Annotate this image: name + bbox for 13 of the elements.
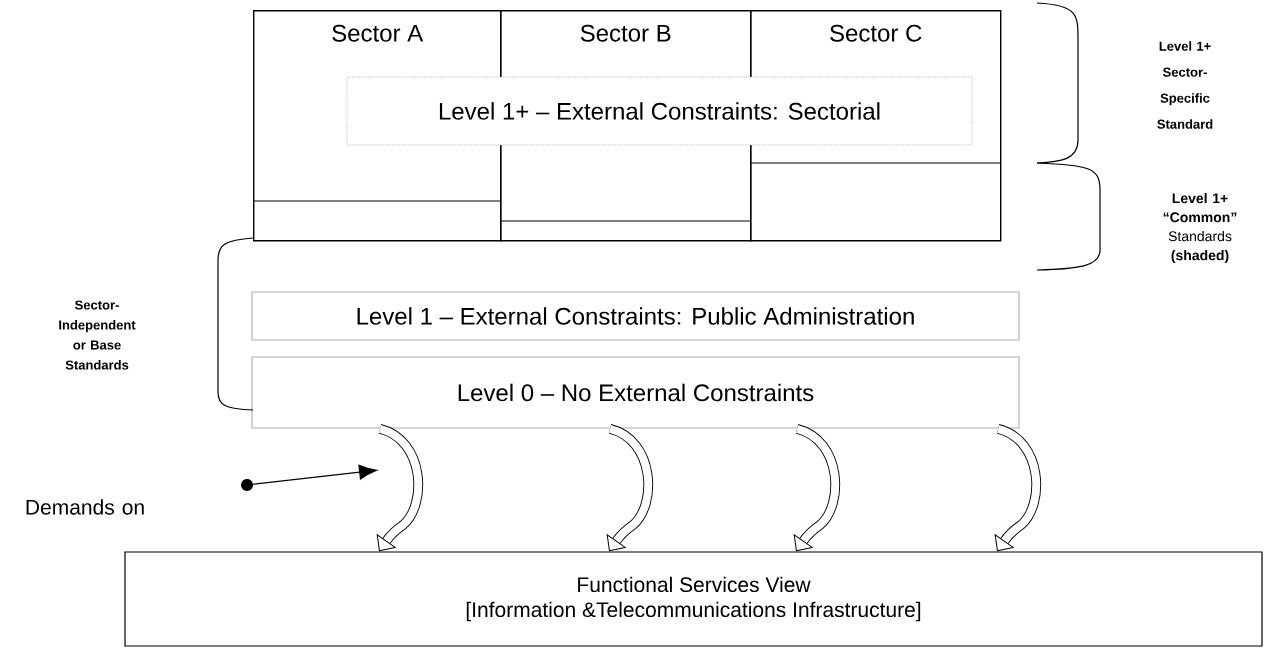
side-label: Demands on [26,499,144,515]
curved-arrow [793,424,841,552]
level-box: Level 0 – No External Constraints [251,356,1020,429]
curved-arrow [376,424,424,552]
curved-arrow [606,424,654,552]
bracket-label: Level 1+ Sector-Specific Standard [1157,41,1213,129]
bracket-label: Level 1+ “Common” Standards (shaded) [1163,192,1237,263]
curved-arrow [994,424,1042,552]
level-band: Level 1+ – External Constraints: Sectorial [346,76,973,146]
level-box: Level 1 – External Constraints: Public Administration [251,291,1020,341]
view-box: Functional Services View [Information &Telecommunications Infrastructure] [124,551,1263,647]
arrow [252,464,378,485]
bracket-label: Sector-Independent or Base Standards [59,300,136,370]
